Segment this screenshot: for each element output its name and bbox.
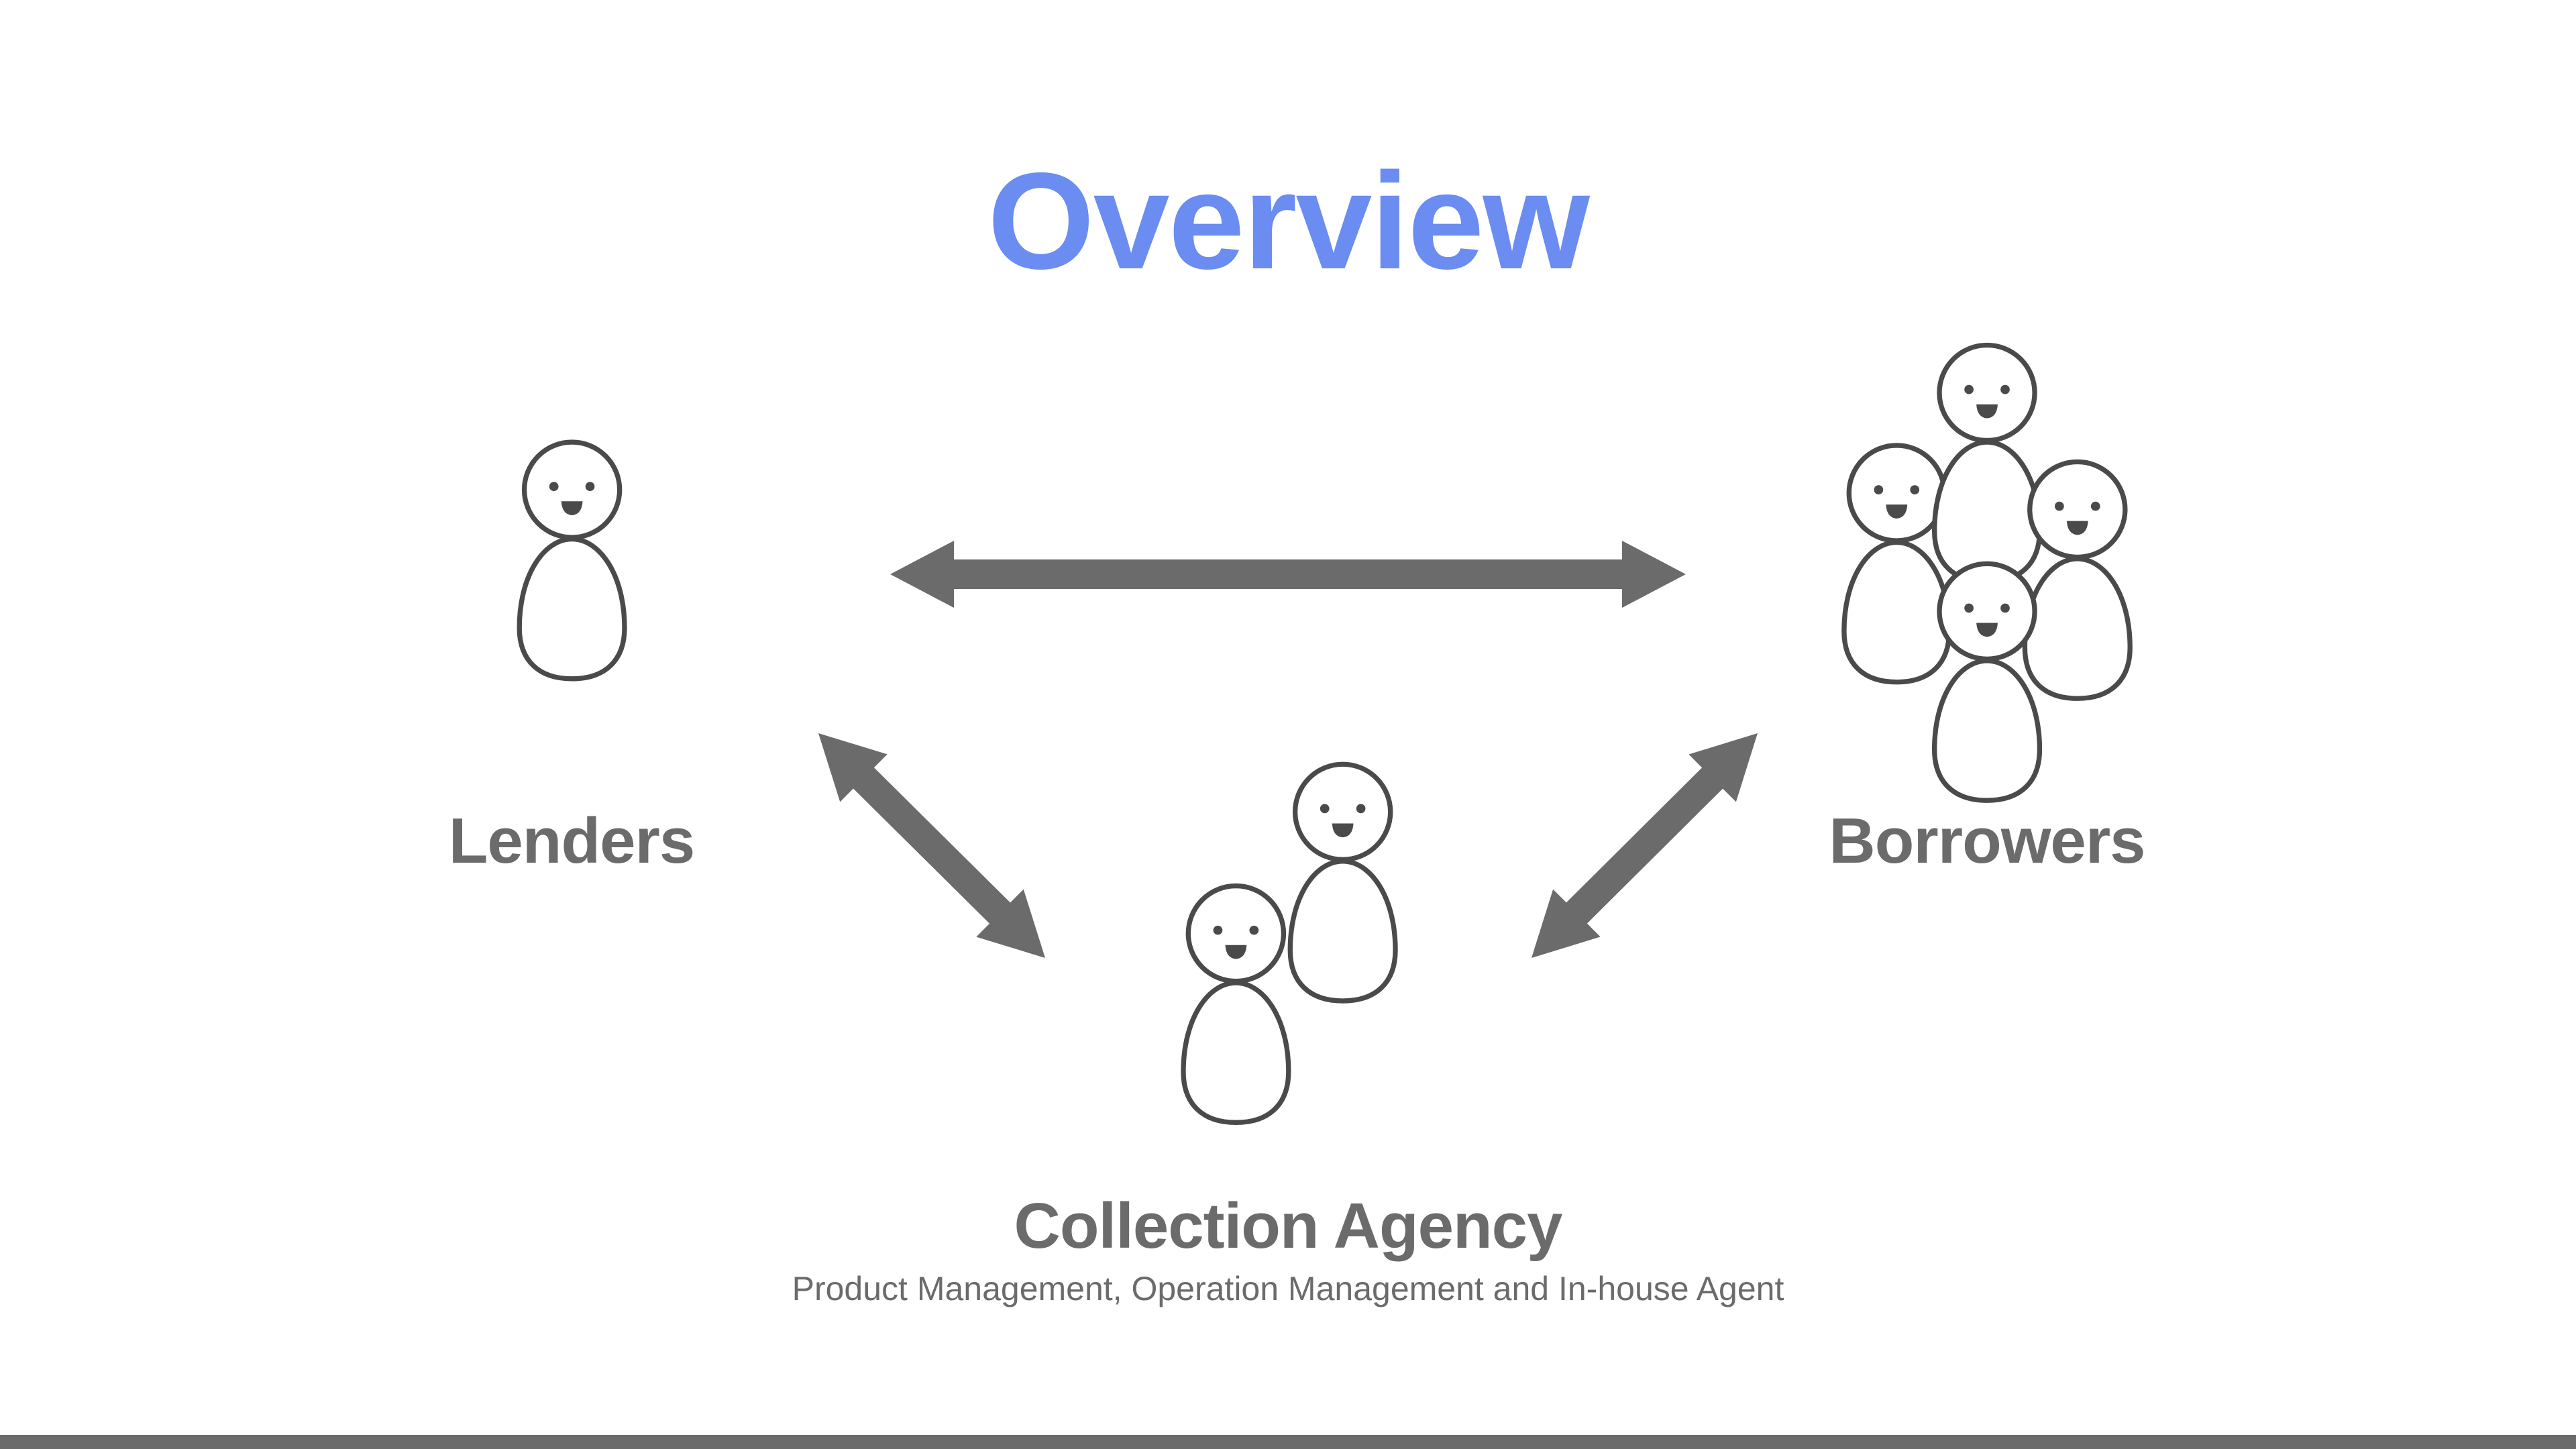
bottom-bar [0,1435,2576,1449]
double-arrow-icon [1532,733,1758,959]
borrowers-label: Borrowers [1829,805,2145,877]
arrows-layer [818,541,1758,959]
double-arrow-icon [818,733,1046,959]
collection-agency-description: Product Management, Operation Management… [792,1270,1784,1307]
person-icon [1181,883,1291,1126]
collection-agency-label: Collection Agency [1014,1190,1563,1262]
people-layer [517,342,2133,1126]
person-icon [1931,342,2043,584]
person-icon [517,439,627,682]
person-icon [1841,443,1952,685]
person-icon [2022,459,2133,701]
page-title: Overview [987,144,1590,298]
person-icon [1931,561,2043,803]
double-arrow-icon [890,541,1686,608]
person-icon [1287,761,1398,1004]
lenders-label: Lenders [449,805,694,877]
